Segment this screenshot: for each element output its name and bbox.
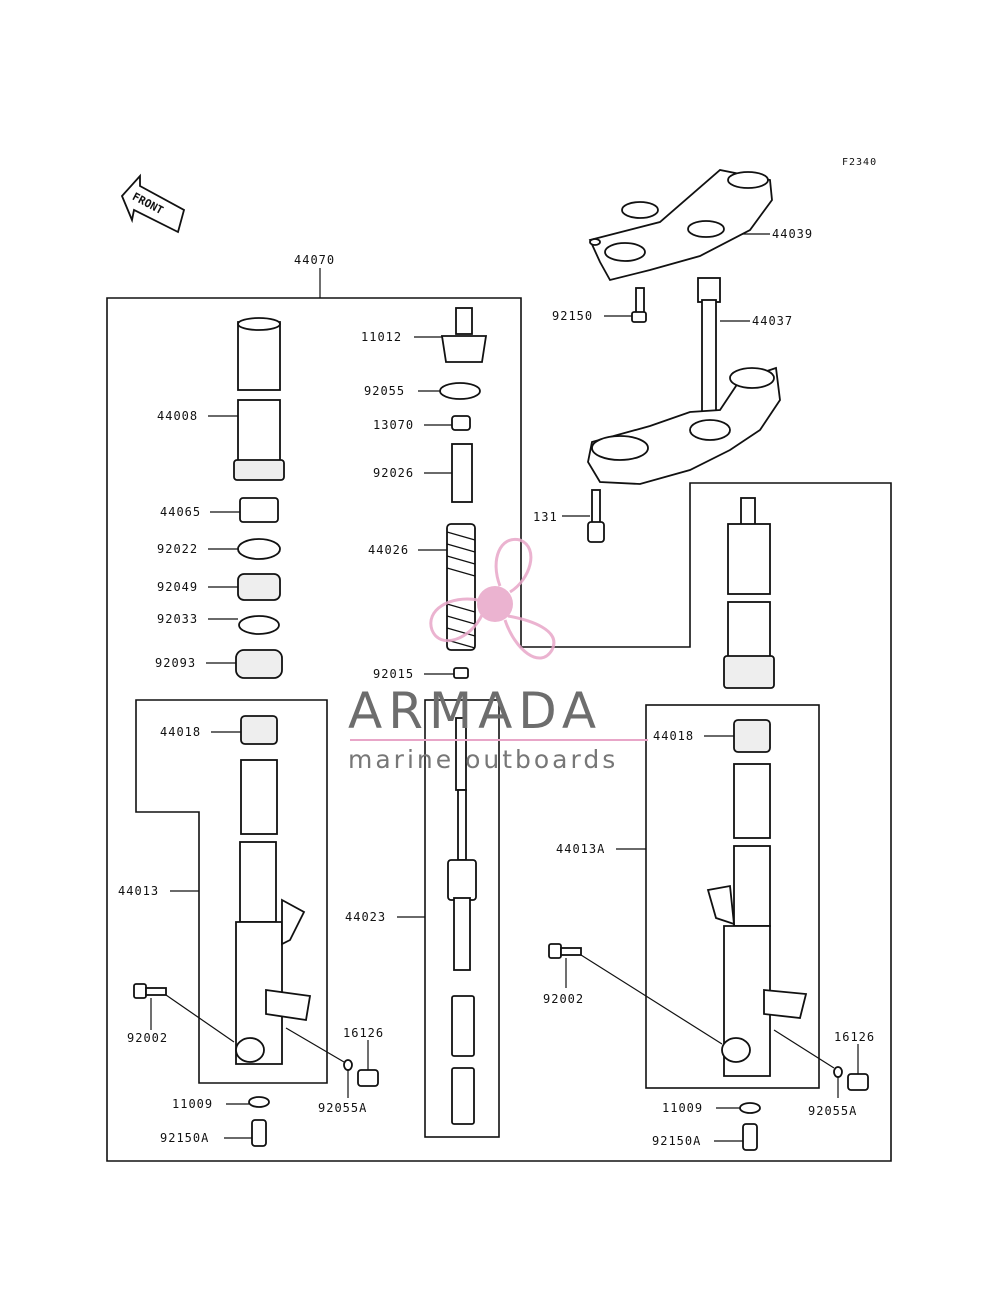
label-44037: 44037 [752, 314, 793, 328]
bolt-left-part [133, 983, 167, 999]
washer-seal-part [237, 538, 281, 560]
spacer-part [451, 443, 473, 503]
label-11009-right: 11009 [662, 1101, 703, 1115]
spring-part [446, 523, 476, 651]
label-44026: 44026 [368, 543, 409, 557]
label-44008: 44008 [157, 409, 198, 423]
bush-part [239, 497, 279, 523]
washer-left-part [248, 1096, 270, 1108]
bolt-right-part [548, 943, 582, 959]
label-16126-right: 16126 [834, 1030, 875, 1044]
plug-left-part [357, 1069, 379, 1087]
bolt-lower-part [587, 489, 605, 543]
label-44018-left: 44018 [160, 725, 201, 739]
assembly-outline [106, 268, 892, 1162]
damper-rod-part [447, 717, 477, 1125]
label-92150: 92150 [552, 309, 593, 323]
cap-bolt-part [440, 307, 488, 363]
front-arrow-icon: FRONT [120, 173, 186, 234]
label-44023: 44023 [345, 910, 386, 924]
oring-cap-part [439, 382, 481, 400]
label-92055A-right: 92055A [808, 1104, 857, 1118]
label-92093: 92093 [155, 656, 196, 670]
label-92026: 92026 [373, 466, 414, 480]
label-92049: 92049 [157, 580, 198, 594]
left-outer-box [135, 699, 328, 1084]
washer-right-part [739, 1102, 761, 1114]
label-92150A-left: 92150A [160, 1131, 209, 1145]
inner-tube-part [233, 317, 285, 481]
label-44018-right: 44018 [653, 729, 694, 743]
steering-stem-part [587, 277, 781, 485]
label-92015: 92015 [373, 667, 414, 681]
collar-part [451, 415, 471, 431]
label-92002-left: 92002 [127, 1031, 168, 1045]
label-44065: 44065 [160, 505, 201, 519]
bolt-upper-part [631, 287, 647, 323]
drain-left-part [251, 1119, 267, 1147]
piston-left-part [240, 715, 278, 745]
label-44070: 44070 [294, 253, 335, 267]
label-92055A-left: 92055A [318, 1101, 367, 1115]
outer-tube-right-part [706, 763, 808, 1077]
snap-ring-part [238, 615, 280, 635]
dust-seal-part [235, 649, 283, 679]
rod-nut-part [453, 667, 469, 679]
label-92022: 92022 [157, 542, 198, 556]
inner-tube-right-part [723, 497, 775, 689]
label-16126-left: 16126 [343, 1026, 384, 1040]
watermark-tagline: marine outboards [348, 745, 618, 774]
upper-bracket-part [588, 169, 773, 282]
oil-seal-part [237, 573, 281, 601]
label-11009-left: 11009 [172, 1097, 213, 1111]
label-92002-right: 92002 [543, 992, 584, 1006]
label-92055: 92055 [364, 384, 405, 398]
plug-right-part [847, 1073, 869, 1091]
label-131: 131 [533, 510, 558, 524]
right-outer-box [645, 704, 820, 1089]
watermark-logo-icon [429, 537, 556, 660]
label-11012: 11012 [361, 330, 402, 344]
label-13070: 13070 [373, 418, 414, 432]
drain-right-part [742, 1123, 758, 1151]
watermark-brand: ARMADA [348, 682, 602, 740]
piston-right-part [733, 719, 771, 753]
label-92150A-right: 92150A [652, 1134, 701, 1148]
label-44013A: 44013A [556, 842, 605, 856]
label-92033: 92033 [157, 612, 198, 626]
label-44039: 44039 [772, 227, 813, 241]
gasket-right-part [833, 1066, 843, 1078]
gasket-left-part [343, 1059, 353, 1071]
damper-rod-box [424, 699, 500, 1138]
label-44013: 44013 [118, 884, 159, 898]
outer-tube-left-part [235, 759, 312, 1065]
diagram-ref-code: F2340 [842, 157, 877, 168]
